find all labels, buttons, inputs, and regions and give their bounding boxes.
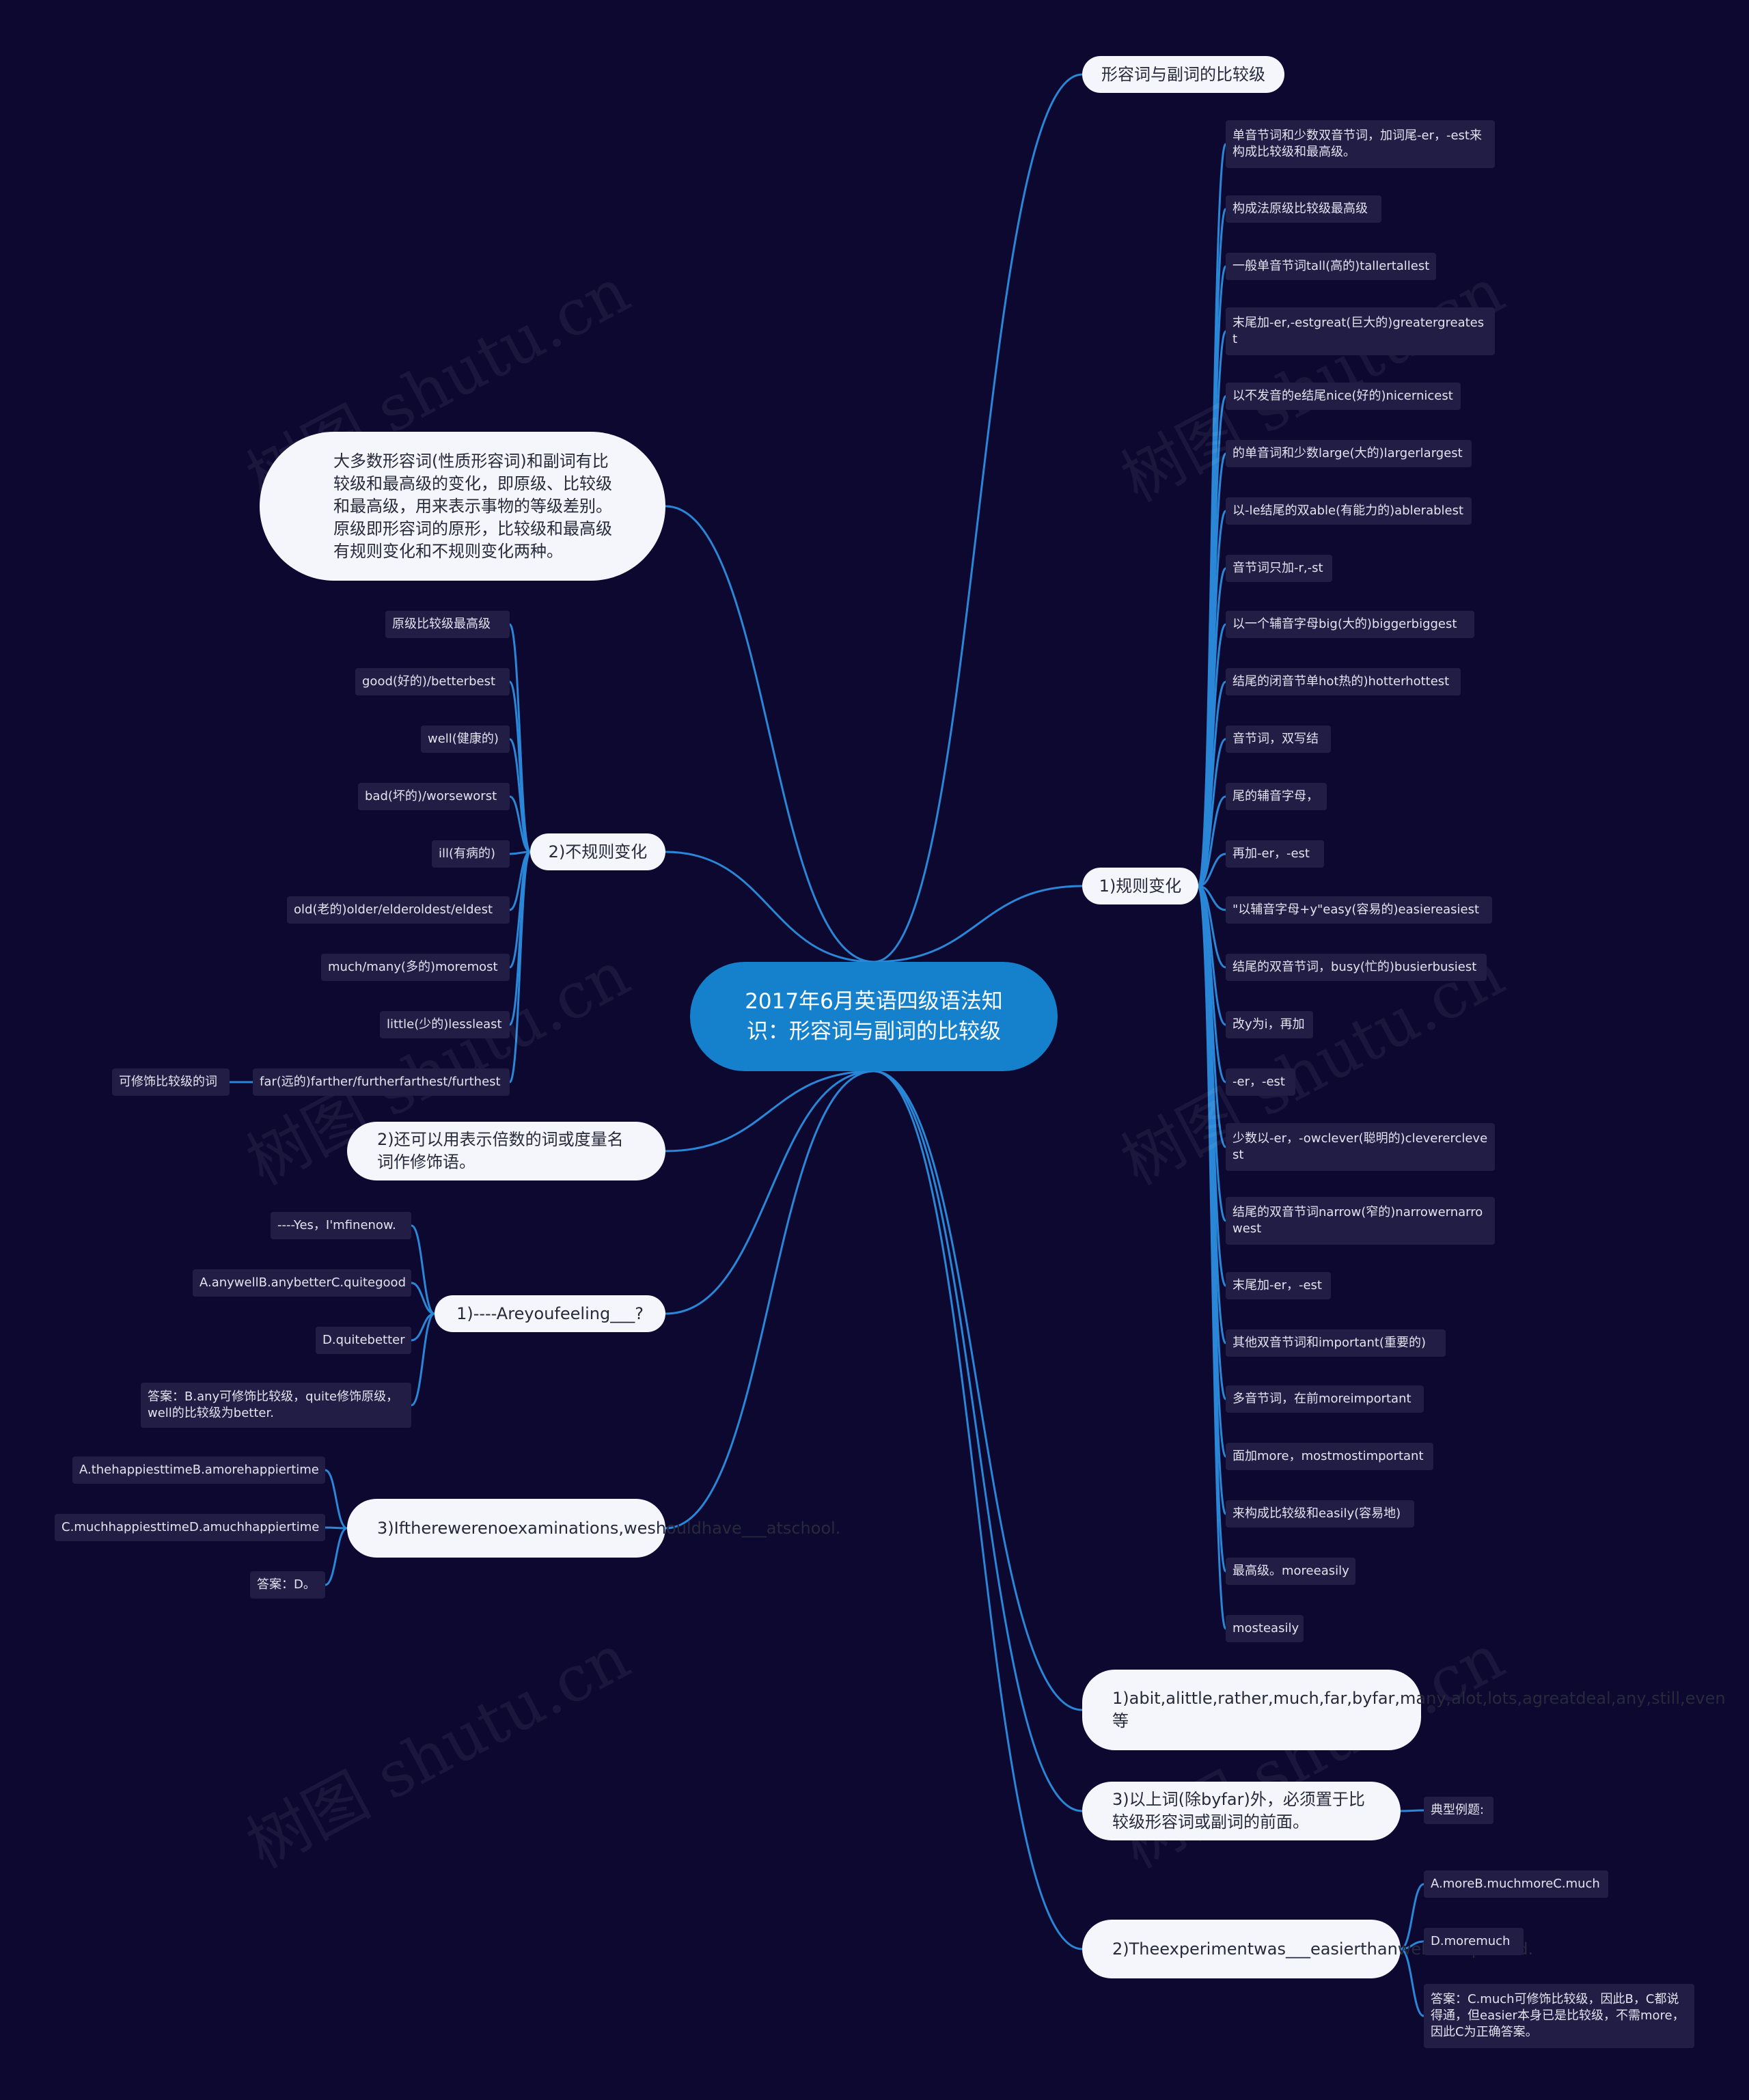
leaf-link [1400, 1883, 1424, 1950]
leaf-irregular-form[interactable]: good(好的)/betterbest [355, 668, 510, 695]
leaf-regular-rule[interactable]: 再加-er，-est [1226, 840, 1324, 868]
leaf-regular-rule[interactable]: 改y为i，再加 [1226, 1011, 1313, 1038]
leaf-regular-rule[interactable]: 的单音词和少数large(大的)largerlargest [1226, 440, 1472, 467]
leaf-irregular-form[interactable]: ill(有病的) [432, 840, 510, 868]
leaf-irregular-form[interactable]: bad(坏的)/worseworst [358, 783, 510, 810]
root-link [665, 1070, 874, 1315]
leaf-regular-rule[interactable]: 音节词，双写结 [1226, 726, 1331, 753]
branch-multiples-label: 2)还可以用表示倍数的词或度量名词作修饰语。 [377, 1130, 624, 1172]
branch-intro[interactable]: 大多数形容词(性质形容词)和副词有比较级和最高级的变化，即原级、比较级和最高级，… [260, 432, 665, 581]
root-link [665, 1070, 874, 1530]
leaf-regular-rule[interactable]: 其他双音节词和important(重要的) [1226, 1329, 1446, 1357]
branch-regular-change[interactable]: 1)规则变化 [1082, 868, 1198, 904]
leaf-regular-rule[interactable]: 以-le结尾的双able(有能力的)ablerablest [1226, 497, 1472, 525]
branch-question-examinations[interactable]: 3)Iftherewerenoexaminations,weshouldhave… [347, 1499, 840, 1558]
leaf-regular-rule[interactable]: 最高级。moreeasily [1226, 1558, 1355, 1585]
topic-comparison-title-label: 形容词与副词的比较级 [1101, 64, 1265, 84]
branch-modifier-words-label: 1)abit,alittle,rather,much,far,byfar,man… [1112, 1689, 1726, 1730]
root-link [665, 851, 874, 963]
leaf-link [1400, 1940, 1424, 1950]
leaf-regular-rule[interactable]: 单音节词和少数双音节词，加词尾-er，-est来构成比较级和最高级。 [1226, 120, 1495, 168]
leaf-far-note[interactable]: 可修饰比较级的词 [112, 1068, 230, 1096]
leaf-link [1197, 885, 1227, 1630]
leaf-regular-rule[interactable]: 结尾的闭音节单hot热的)hotterhottest [1226, 668, 1461, 695]
leaf-link [1400, 1948, 1424, 2017]
leaf-link [411, 1224, 435, 1315]
leaf-regular-rule[interactable]: 末尾加-er,-estgreat(巨大的)greatergreatest [1226, 307, 1495, 355]
leaf-irregular-form[interactable]: much/many(多的)moremost [321, 954, 510, 981]
leaf-regular-rule[interactable]: 结尾的双音节词narrow(窄的)narrowernarrowest [1226, 1197, 1495, 1245]
leaf-question-feeling-answer[interactable]: 答案：B.any可修饰比较级，quite修饰原级，well的比较级为better… [141, 1383, 411, 1428]
leaf-regular-rule[interactable]: 少数以-er，-owclever(聪明的)clevererclevest [1226, 1123, 1495, 1171]
leaf-regular-rule[interactable]: 末尾加-er，-est [1226, 1272, 1331, 1299]
leaf-experiment-answer[interactable]: 答案：C.much可修饰比较级，因此B，C都说得通，但easier本身已是比较级… [1424, 1984, 1694, 2048]
leaf-link [1198, 795, 1226, 887]
root-node[interactable]: 2017年6月英语四级语法知识：形容词与副词的比较级 [690, 962, 1058, 1071]
branch-question-feeling-label: 1)----Areyoufeeling___? [456, 1303, 644, 1323]
branch-question-examinations-label: 3)Iftherewerenoexaminations,weshouldhave… [377, 1518, 841, 1538]
root-link [873, 1070, 1083, 1812]
leaf-irregular-form[interactable]: far(远的)farther/furtherfarthest/furthest [253, 1068, 510, 1096]
leaf-example-label[interactable]: 典型例题: [1424, 1797, 1493, 1824]
leaf-regular-rule[interactable]: 来构成比较级和easily(容易地) [1226, 1500, 1414, 1528]
root-link [873, 1070, 1083, 1950]
leaf-link [508, 851, 532, 1083]
leaf-link [1198, 853, 1226, 887]
leaf-link [325, 1527, 348, 1586]
leaf-regular-rule[interactable]: 尾的辅音字母， [1226, 783, 1327, 810]
branch-word-position-label: 3)以上词(除byfar)外，必须置于比较级形容词或副词的前面。 [1112, 1790, 1365, 1832]
branch-modifier-words[interactable]: 1)abit,alittle,rather,much,far,byfar,man… [1082, 1670, 1726, 1750]
leaf-link [325, 1469, 348, 1530]
leaf-regular-rule[interactable]: 以一个辅音字母big(大的)biggerbiggest [1226, 611, 1474, 638]
leaf-irregular-form[interactable]: well(健康的) [421, 726, 510, 753]
leaf-link [411, 1312, 435, 1407]
leaf-regular-rule[interactable]: "以辅音字母+y"easy(容易的)easiereasiest [1226, 896, 1492, 924]
leaf-question-feeling[interactable]: A.anywellB.anybetterC.quitegood [193, 1269, 411, 1297]
leaf-irregular-form[interactable]: little(少的)lessleast [380, 1011, 510, 1038]
leaf-question-examinations-answer[interactable]: 答案：D。 [250, 1571, 325, 1599]
leaf-question-examinations[interactable]: A.thehappiesttimeB.amorehappiertime [72, 1456, 325, 1484]
branch-intro-label: 大多数形容词(性质形容词)和副词有比较级和最高级的变化，即原级、比较级和最高级，… [333, 451, 612, 561]
branch-question-feeling[interactable]: 1)----Areyoufeeling___? [435, 1295, 665, 1332]
leaf-link [411, 1282, 435, 1315]
root-link [873, 73, 1083, 963]
leaf-question-examinations[interactable]: C.muchhappiesttimeD.amuchhappiertime [55, 1514, 325, 1541]
root-link [665, 505, 874, 963]
leaf-regular-rule[interactable]: 一般单音节词tall(高的)tallertallest [1226, 253, 1436, 280]
branch-irregular-change-label: 2)不规则变化 [548, 842, 648, 861]
leaf-regular-rule[interactable]: 构成法原级比较级最高级 [1226, 195, 1381, 223]
leaf-regular-rule[interactable]: -er，-est [1226, 1068, 1295, 1096]
branch-word-position[interactable]: 3)以上词(除byfar)外，必须置于比较级形容词或副词的前面。 [1082, 1782, 1401, 1840]
leaf-regular-rule[interactable]: 多音节词，在前moreimportant [1226, 1385, 1424, 1413]
leaf-regular-rule[interactable]: 以不发音的e结尾nice(好的)nicernicest [1226, 383, 1461, 410]
leaf-link [508, 738, 532, 853]
leaf-link [509, 795, 531, 853]
root-label: 2017年6月英语四级语法知识：形容词与副词的比较级 [745, 989, 1003, 1044]
root-link [873, 1070, 1083, 1711]
leaf-link [1198, 738, 1226, 887]
leaf-regular-rule[interactable]: 结尾的双音节词，busy(忙的)busierbusiest [1226, 954, 1487, 981]
leaf-link [508, 623, 532, 853]
leaf-regular-rule[interactable]: 音节词只加-r,-st [1226, 555, 1332, 582]
root-link [665, 1070, 874, 1152]
leaf-experiment-option[interactable]: A.moreB.muchmoreC.much [1424, 1870, 1608, 1898]
topic-comparison-title[interactable]: 形容词与副词的比较级 [1082, 56, 1284, 93]
leaf-question-feeling[interactable]: ----Yes，I'mfinenow. [271, 1212, 411, 1239]
leaf-experiment-option[interactable]: D.moremuch [1424, 1928, 1524, 1955]
root-link [873, 885, 1083, 963]
leaf-irregular-form[interactable]: old(老的)older/elderoldest/eldest [287, 896, 510, 924]
leaf-irregular-form[interactable]: 原级比较级最高级 [385, 611, 510, 638]
leaf-link [1400, 1809, 1424, 1812]
leaf-question-feeling[interactable]: D.quitebetter [316, 1327, 411, 1354]
leaf-regular-rule[interactable]: mosteasily [1226, 1615, 1304, 1642]
leaf-regular-rule[interactable]: 面加more，mostmostimportant [1226, 1443, 1433, 1470]
branch-multiples[interactable]: 2)还可以用表示倍数的词或度量名词作修饰语。 [347, 1122, 665, 1180]
branch-irregular-change[interactable]: 2)不规则变化 [530, 833, 665, 870]
branch-regular-change-label: 1)规则变化 [1099, 876, 1182, 896]
branch-experiment-question[interactable]: 2)Theexperimentwas___easierthanwehadexpe… [1082, 1920, 1533, 1978]
